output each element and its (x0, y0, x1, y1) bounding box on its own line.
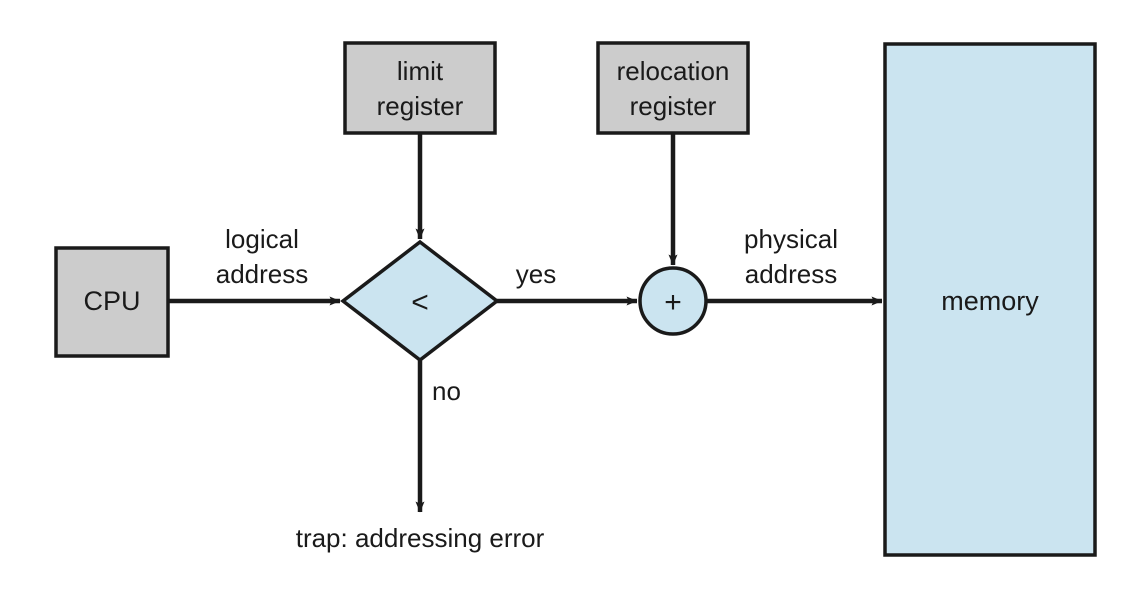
adder-circle (638, 266, 708, 336)
memory-box (883, 42, 1097, 557)
node-cpu: CPU (54, 246, 170, 358)
node-memory: memory (883, 42, 1097, 557)
node-adder: + (638, 266, 708, 336)
logical-address-label-line2: address (216, 259, 309, 289)
node-limit-register: limit register (343, 41, 497, 135)
logical-address-label-line1: logical (225, 224, 299, 254)
no-label: no (432, 376, 461, 406)
relocation-register-box (596, 41, 750, 135)
cpu-box (54, 246, 170, 358)
physical-address-label-line1: physical (744, 224, 838, 254)
limit-register-box (343, 41, 497, 135)
physical-address-label-line2: address (745, 259, 838, 289)
yes-label: yes (516, 259, 556, 289)
node-relocation-register: relocation register (596, 41, 750, 135)
trap-label: trap: addressing error (296, 523, 545, 553)
comparator-diamond (340, 239, 500, 363)
node-comparator: < (340, 239, 500, 363)
